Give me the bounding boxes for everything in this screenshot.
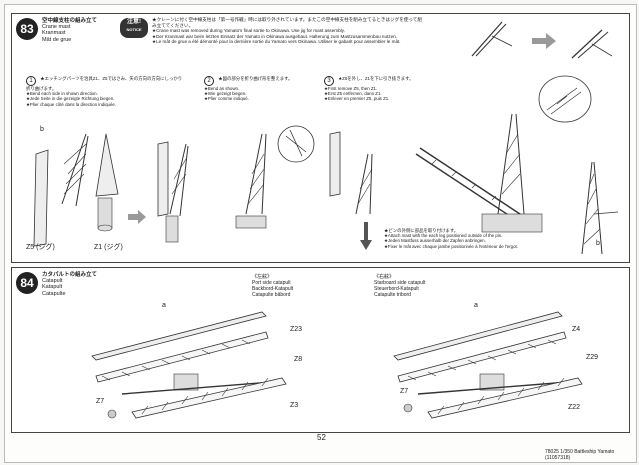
label-z7-port: Z7: [96, 398, 105, 405]
substep-line: ★Plier comme indiqué.: [204, 96, 249, 102]
substep-1-illustration: [33, 133, 119, 247]
title-fr: Catapulte: [42, 290, 66, 297]
step-84-panel: 84 カタパルトの組み立て Catapult Katapult Catapult…: [11, 267, 630, 433]
substep-line: ★Bend each side in shown direction.: [26, 91, 98, 97]
substep-line: ★Erst Z5 entfernen, dann Z1.: [324, 91, 382, 97]
title-en: Catapult: [42, 278, 63, 285]
label-z4: Z4: [572, 326, 581, 333]
notice-jp: 注意!: [127, 19, 141, 25]
starboard-fr: Catapulte tribord: [374, 292, 411, 298]
title-fr: Mât de grue: [42, 36, 72, 43]
port-de: Backbord-Katapult: [252, 286, 294, 292]
substep-1-text: 1 ★エッチングパーツを治具Z1、Z5ではさみ、矢の方向の方向にしっかり折り曲げ…: [26, 76, 186, 107]
notice-badge: 注意! NOTICE: [120, 18, 148, 38]
substep-number: 2: [204, 76, 214, 86]
pin-note: ★ピンの外側に部品を取り付けます。 ★Attach mast with the …: [384, 228, 584, 249]
label-b: b: [40, 126, 44, 133]
notice-line: ★Crane mast was removed during Yamato's …: [152, 28, 345, 34]
title-jp: カタパルトの組み立て: [42, 272, 98, 278]
port-en: Port side catapult: [252, 280, 291, 286]
starboard-catapult-illustration: [393, 311, 583, 419]
substep-line: ★Bend as shown.: [204, 86, 240, 91]
step-number: 84: [16, 272, 38, 294]
substep-line: ★Jede Seite in die gezeigte Richtung bie…: [26, 96, 115, 102]
pin-note-line: ★ピンの外側に部品を取り付けます。: [384, 228, 459, 233]
step-title: カタパルトの組み立て Catapult Katapult Catapulte: [42, 272, 97, 297]
label-z29: Z29: [586, 354, 599, 361]
page-number: 52: [317, 433, 326, 442]
notice-line: ★クレーンに付く空中線支柱は「第一号作戦」時には取り外されています。またこの空中…: [152, 17, 422, 28]
starboard-en: Starboard side catapult: [374, 280, 426, 286]
substep-2-text: 2 ★図の部分を折り曲げ形を整えます。 ★Bend as shown. ★Wie…: [204, 76, 314, 102]
substep-line: ★First remove Z5, then Z1.: [324, 86, 378, 91]
label-z23: Z23: [290, 326, 303, 333]
substep-3-text: 3 ★Z5を外し、Z1を下に引き抜きます。 ★First remove Z5, …: [324, 76, 434, 102]
instruction-page: 83 空中線支柱の組み立て Crane mast Kranmast Mât de…: [4, 4, 637, 463]
substep-3-illustration: [329, 131, 373, 250]
step-title: 空中線支柱の組み立て Crane mast Kranmast Mât de gr…: [42, 18, 97, 43]
title-de: Katapult: [42, 284, 63, 291]
pin-note-line: ★Jeden Mastfuss ausserhalb der Zapfen an…: [384, 238, 486, 244]
label-a-port: a: [162, 302, 166, 309]
label-z7-starboard: Z7: [400, 388, 409, 395]
substep-line: ★Wie gezeigt biegen.: [204, 91, 247, 97]
substep-1b-illustration: [157, 141, 189, 243]
label-z1: Z1 (ジグ): [94, 244, 123, 251]
starboard-heading: 《右舷》 Starboard side catapult Steuerbord-…: [374, 274, 425, 298]
step-83-panel: 83 空中線支柱の組み立て Crane mast Kranmast Mât de…: [11, 13, 630, 263]
substep-number: 3: [324, 76, 334, 86]
notice-line: ★Le mât de grue a été démonté pour la de…: [152, 39, 401, 45]
starboard-jp: 《右舷》: [374, 274, 395, 280]
notice-text: ★クレーンに付く空中線支柱は「第一号作戦」時には取り外されています。またこの空中…: [152, 17, 422, 45]
port-fr: Catapulte bâbord: [252, 292, 291, 298]
kit-reference: 78025 1/350 Battleship Yamato (11057318): [545, 449, 615, 461]
port-catapult-illustration: [91, 311, 287, 419]
port-heading: 《左舷》 Port side catapult Backbord-Katapul…: [252, 274, 293, 298]
crane-assembly-illustration: [415, 113, 543, 233]
pin-note-line: ★Fixer le mât avec chaque jambe position…: [384, 243, 518, 249]
notice-en: NOTICE: [126, 27, 142, 32]
label-a-starboard: a: [474, 302, 478, 309]
label-z22: Z22: [568, 404, 581, 411]
substep-2-illustration: [235, 125, 315, 229]
mast-final-illustration: [581, 161, 619, 255]
title-jp: 空中線支柱の組み立て: [42, 18, 98, 24]
substep-line: ★エッチングパーツを治具Z1、Z5ではさみ、矢の方向の方向にしっかり折り曲げます…: [26, 76, 183, 91]
title-en: Crane mast: [42, 24, 71, 31]
label-b-final: b: [596, 240, 600, 247]
substep-line: ★Z5を外し、Z1を下に引き抜きます。: [338, 76, 414, 81]
substep-line: ★Enlever en premier Z5, puis Z1.: [324, 96, 390, 102]
label-z3: Z3: [290, 402, 299, 409]
substep-line: ★図の部分を折り曲げ形を整えます。: [218, 76, 293, 81]
step-arrow-icon: [128, 210, 146, 224]
substep-number: 1: [26, 76, 36, 86]
port-jp: 《左舷》: [252, 274, 273, 280]
starboard-de: Steuerbord-Katapult: [374, 286, 419, 292]
detail-callout-illustration: [538, 75, 592, 123]
notice-line: ★Der Kranmast war beim letzten Einsatz d…: [152, 33, 397, 39]
mast-removal-illustration: [471, 21, 613, 59]
label-z5: Z5 (ジグ): [26, 244, 55, 251]
step-number: 83: [16, 18, 38, 40]
title-de: Kranmast: [42, 30, 66, 37]
label-z8: Z8: [294, 356, 303, 363]
pin-note-line: ★Attach mast with the each leg positione…: [384, 233, 503, 239]
substep-line: ★Plier chaque côté dans la direction ind…: [26, 101, 117, 107]
